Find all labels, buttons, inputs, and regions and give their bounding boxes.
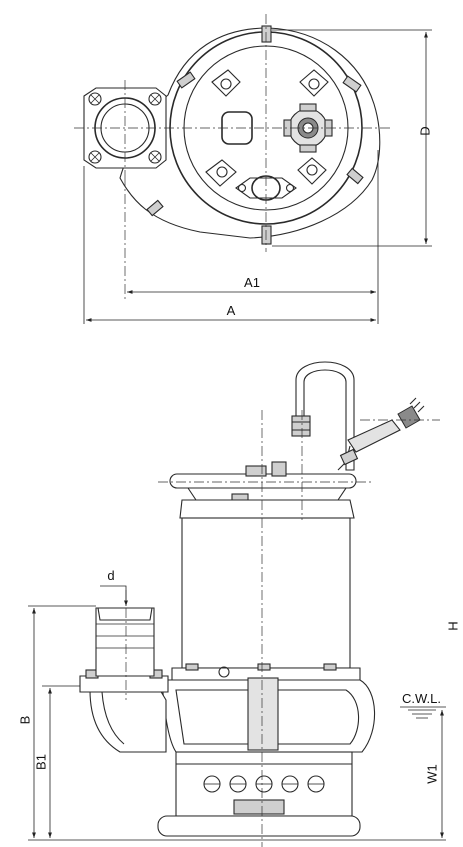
- ring-lugs: [146, 25, 364, 245]
- label-h: H: [445, 621, 460, 630]
- motor-cover-bolts: [205, 69, 329, 187]
- top-view: D A1 A: [74, 14, 432, 324]
- label-d-small: d: [107, 568, 114, 583]
- handle-clamp: [291, 415, 311, 437]
- strainer-holes: [203, 775, 325, 793]
- motor-top-ring: [179, 499, 355, 519]
- base-ring: [157, 815, 361, 837]
- label-w1: W1: [424, 764, 439, 784]
- label-d: D: [417, 126, 432, 135]
- leader-d: [100, 585, 128, 606]
- cover-dome: [186, 487, 348, 501]
- volute-inner: [175, 689, 360, 745]
- label-a1: A1: [244, 275, 260, 290]
- handle-base-top: [235, 175, 297, 201]
- cover-gland: [271, 461, 287, 477]
- side-view: B B1 d H C.W.L. W1: [17, 361, 460, 847]
- discharge-elbow: [89, 689, 167, 753]
- power-cable: [337, 397, 425, 471]
- label-cwl: C.W.L.: [402, 691, 441, 706]
- strainer-foot: [233, 799, 285, 815]
- flange-bolts: [185, 663, 337, 671]
- pipe-mouth: [97, 607, 153, 621]
- label-b1: B1: [33, 754, 48, 770]
- motor-housing: [181, 517, 351, 669]
- label-b: B: [17, 716, 32, 725]
- water-level-symbol: [408, 709, 436, 719]
- drain-plug: [218, 666, 230, 678]
- label-a: A: [227, 303, 236, 318]
- volute-boss: [247, 677, 279, 751]
- cover-lug: [245, 465, 267, 477]
